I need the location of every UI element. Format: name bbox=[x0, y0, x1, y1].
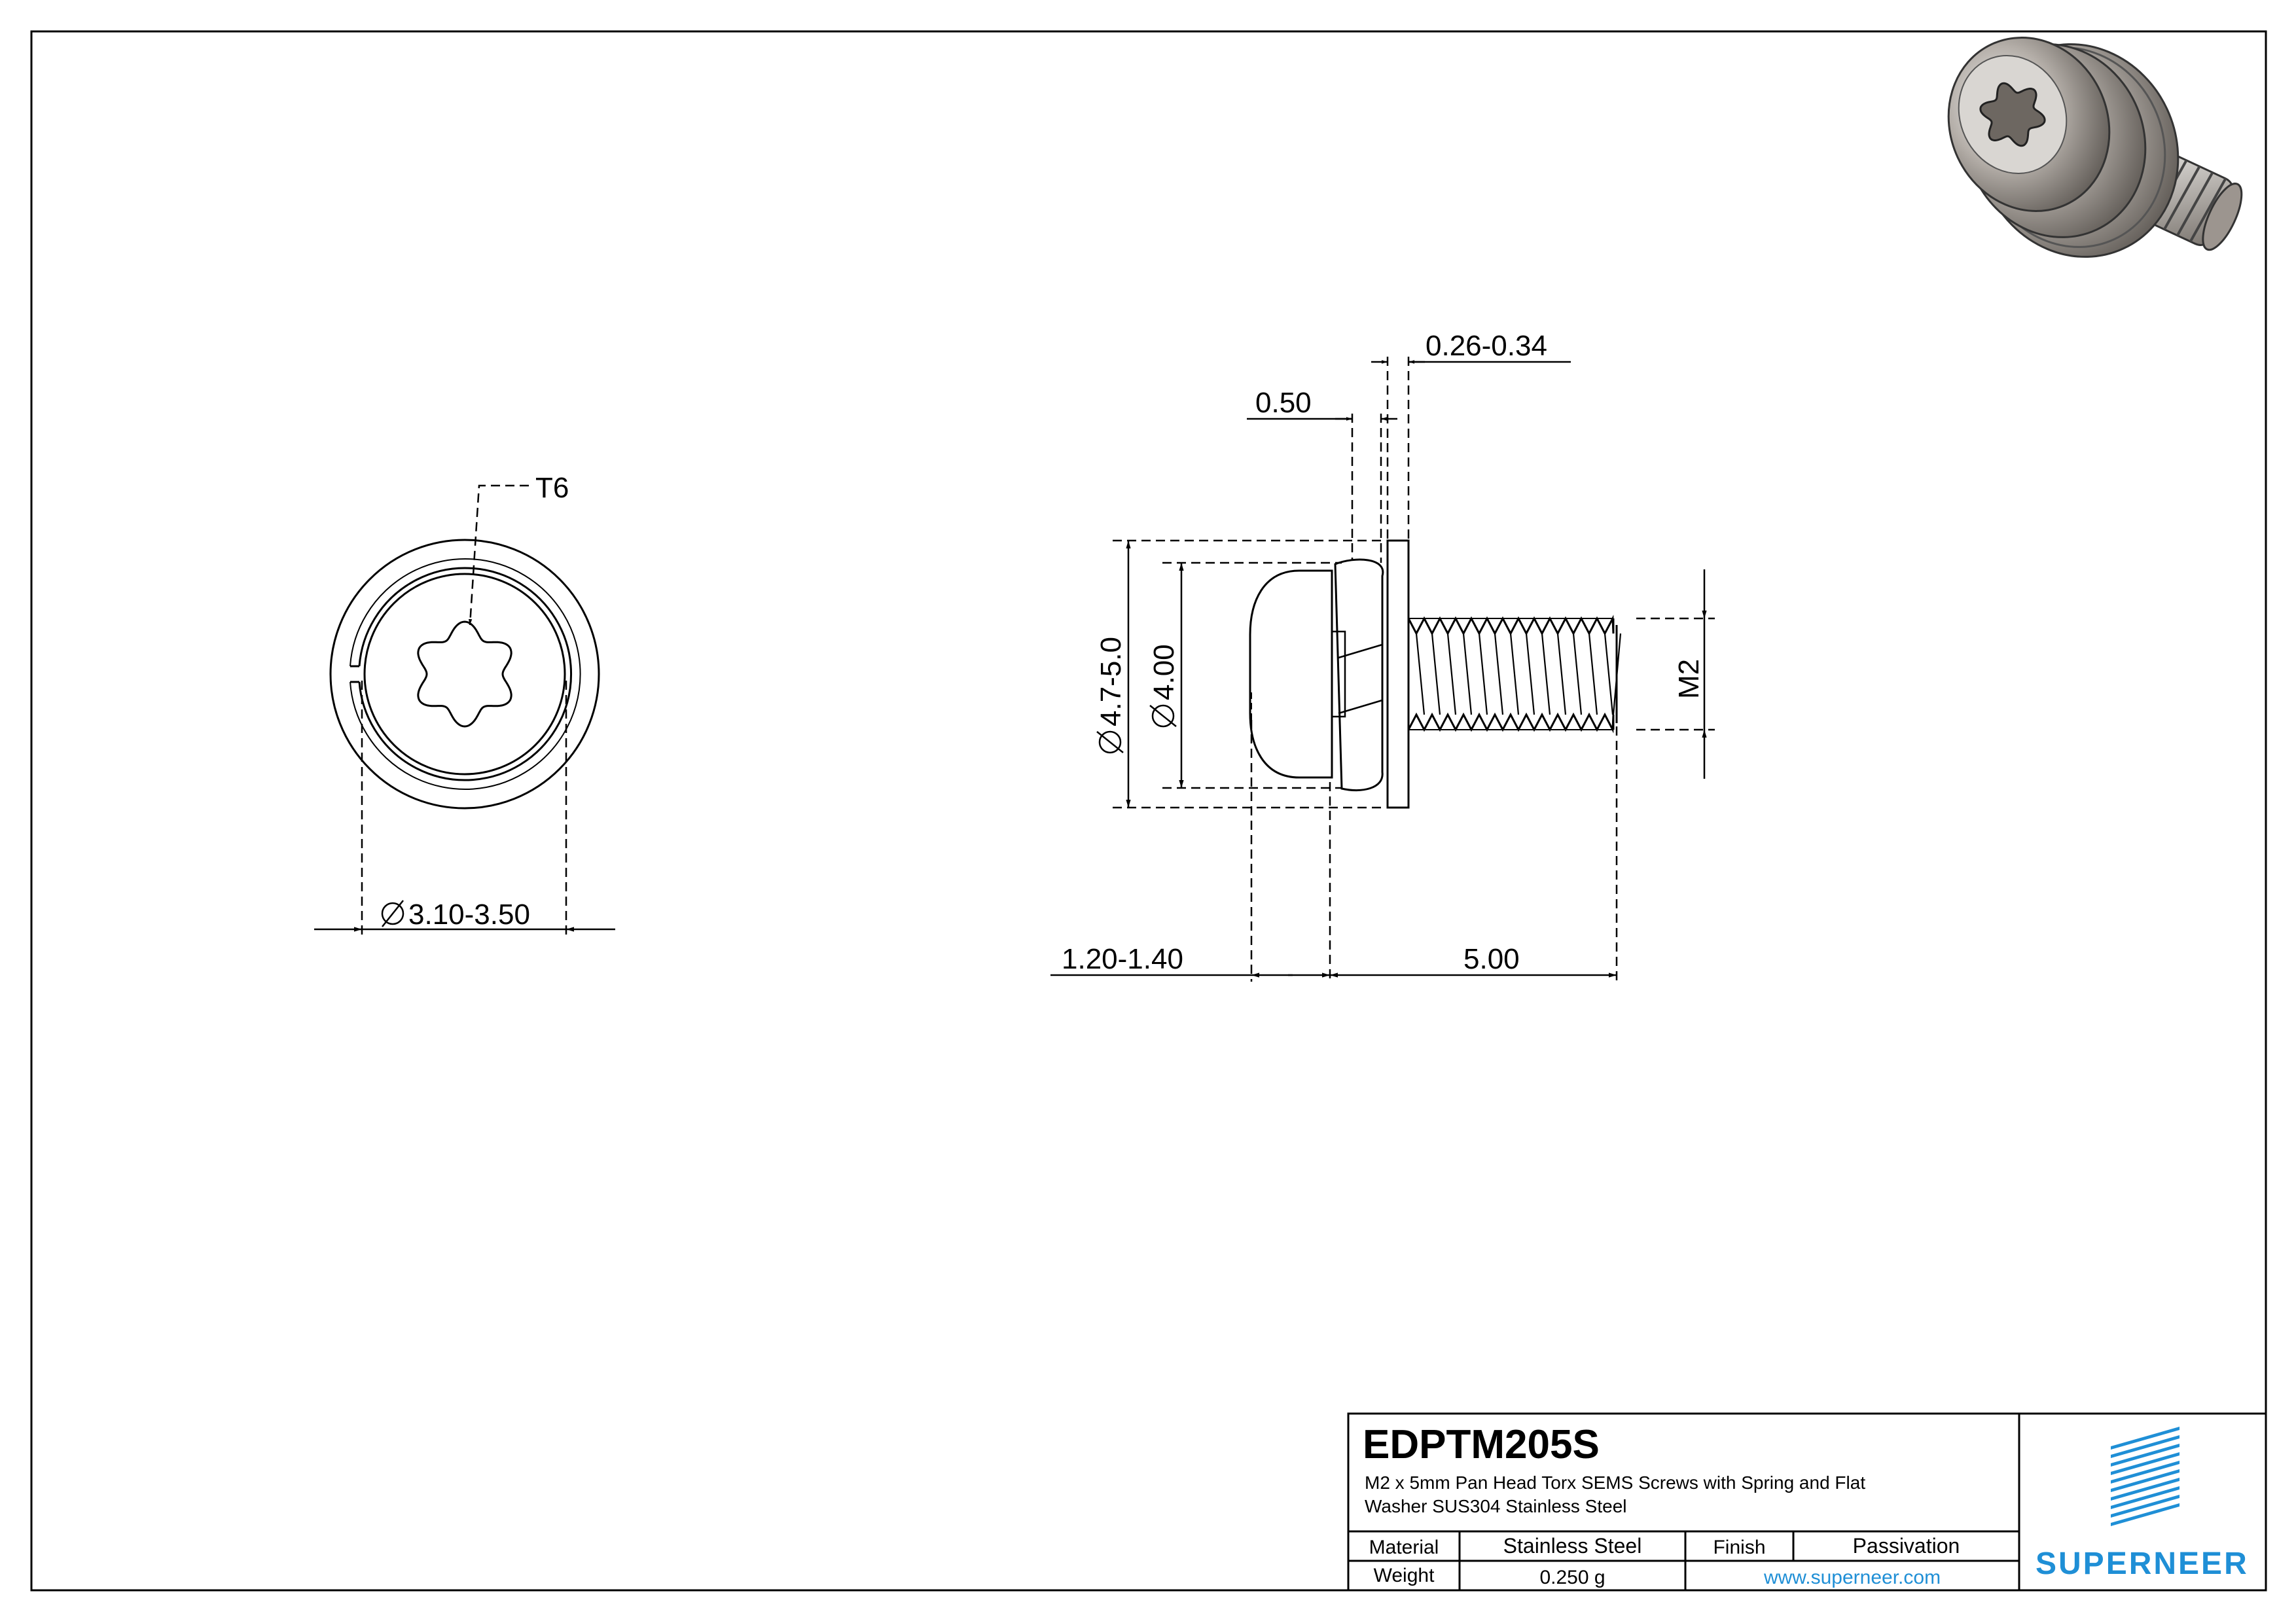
washer-diameter-text: 3.10-3.50 bbox=[408, 899, 530, 931]
flat-washer-thickness-label: 0.26-0.34 bbox=[1426, 330, 1547, 362]
front-view bbox=[329, 539, 600, 810]
description-line-2: Washer SUS304 Stainless Steel bbox=[1365, 1496, 1627, 1516]
flat-washer-diameter-label: 4.7-5.0 bbox=[1095, 637, 1127, 754]
thread-size-label: M2 bbox=[1673, 659, 1705, 699]
screw-3d-render bbox=[1947, 37, 2243, 258]
flat-washer-outline bbox=[329, 539, 600, 810]
torx-recess bbox=[417, 620, 512, 728]
head-height-label: 1.20-1.40 bbox=[1062, 943, 1183, 975]
side-view-dimensions bbox=[1050, 357, 1715, 982]
spring-washer-inner bbox=[350, 558, 581, 790]
material-value: Stainless Steel bbox=[1503, 1534, 1642, 1558]
finish-label: Finish bbox=[1713, 1536, 1766, 1558]
thread-profile-top bbox=[1407, 615, 1615, 636]
head-outline bbox=[363, 573, 566, 776]
weight-label: Weight bbox=[1373, 1564, 1435, 1586]
material-label: Material bbox=[1369, 1536, 1439, 1558]
torx-3d bbox=[1979, 82, 2046, 147]
spring-washer-side bbox=[1334, 558, 1384, 791]
length-label: 5.00 bbox=[1463, 943, 1520, 975]
thread-profile-bottom bbox=[1407, 712, 1615, 734]
pan-head-outline bbox=[1249, 569, 1333, 779]
description-line-1: M2 x 5mm Pan Head Torx SEMS Screws with … bbox=[1365, 1472, 1866, 1493]
washer-diameter-label: 3.10-3.50 bbox=[381, 899, 530, 931]
side-view bbox=[1249, 539, 1622, 809]
superneer-logo-mark bbox=[2111, 1427, 2179, 1526]
head-diameter-text: 4.00 bbox=[1148, 644, 1180, 700]
head-diameter-label: 4.00 bbox=[1148, 644, 1180, 728]
part-number: EDPTM205S bbox=[1363, 1422, 1600, 1467]
drive-leader bbox=[468, 484, 529, 626]
title-block bbox=[1347, 1412, 2267, 1592]
finish-value: Passivation bbox=[1852, 1534, 1960, 1558]
flat-washer-side bbox=[1386, 539, 1410, 809]
brand-name: SUPERNEER bbox=[2036, 1546, 2249, 1581]
drive-label: T6 bbox=[535, 472, 569, 504]
sheet-border bbox=[30, 30, 2267, 1592]
washer-diameter-dimension bbox=[314, 681, 615, 939]
website-link[interactable]: www.superneer.com bbox=[1763, 1566, 1941, 1588]
spring-washer-thickness-label: 0.50 bbox=[1255, 387, 1312, 419]
flat-washer-diameter-text: 4.7-5.0 bbox=[1095, 637, 1127, 726]
spring-washer-outline bbox=[358, 567, 573, 781]
weight-value: 0.250 g bbox=[1539, 1566, 1605, 1588]
